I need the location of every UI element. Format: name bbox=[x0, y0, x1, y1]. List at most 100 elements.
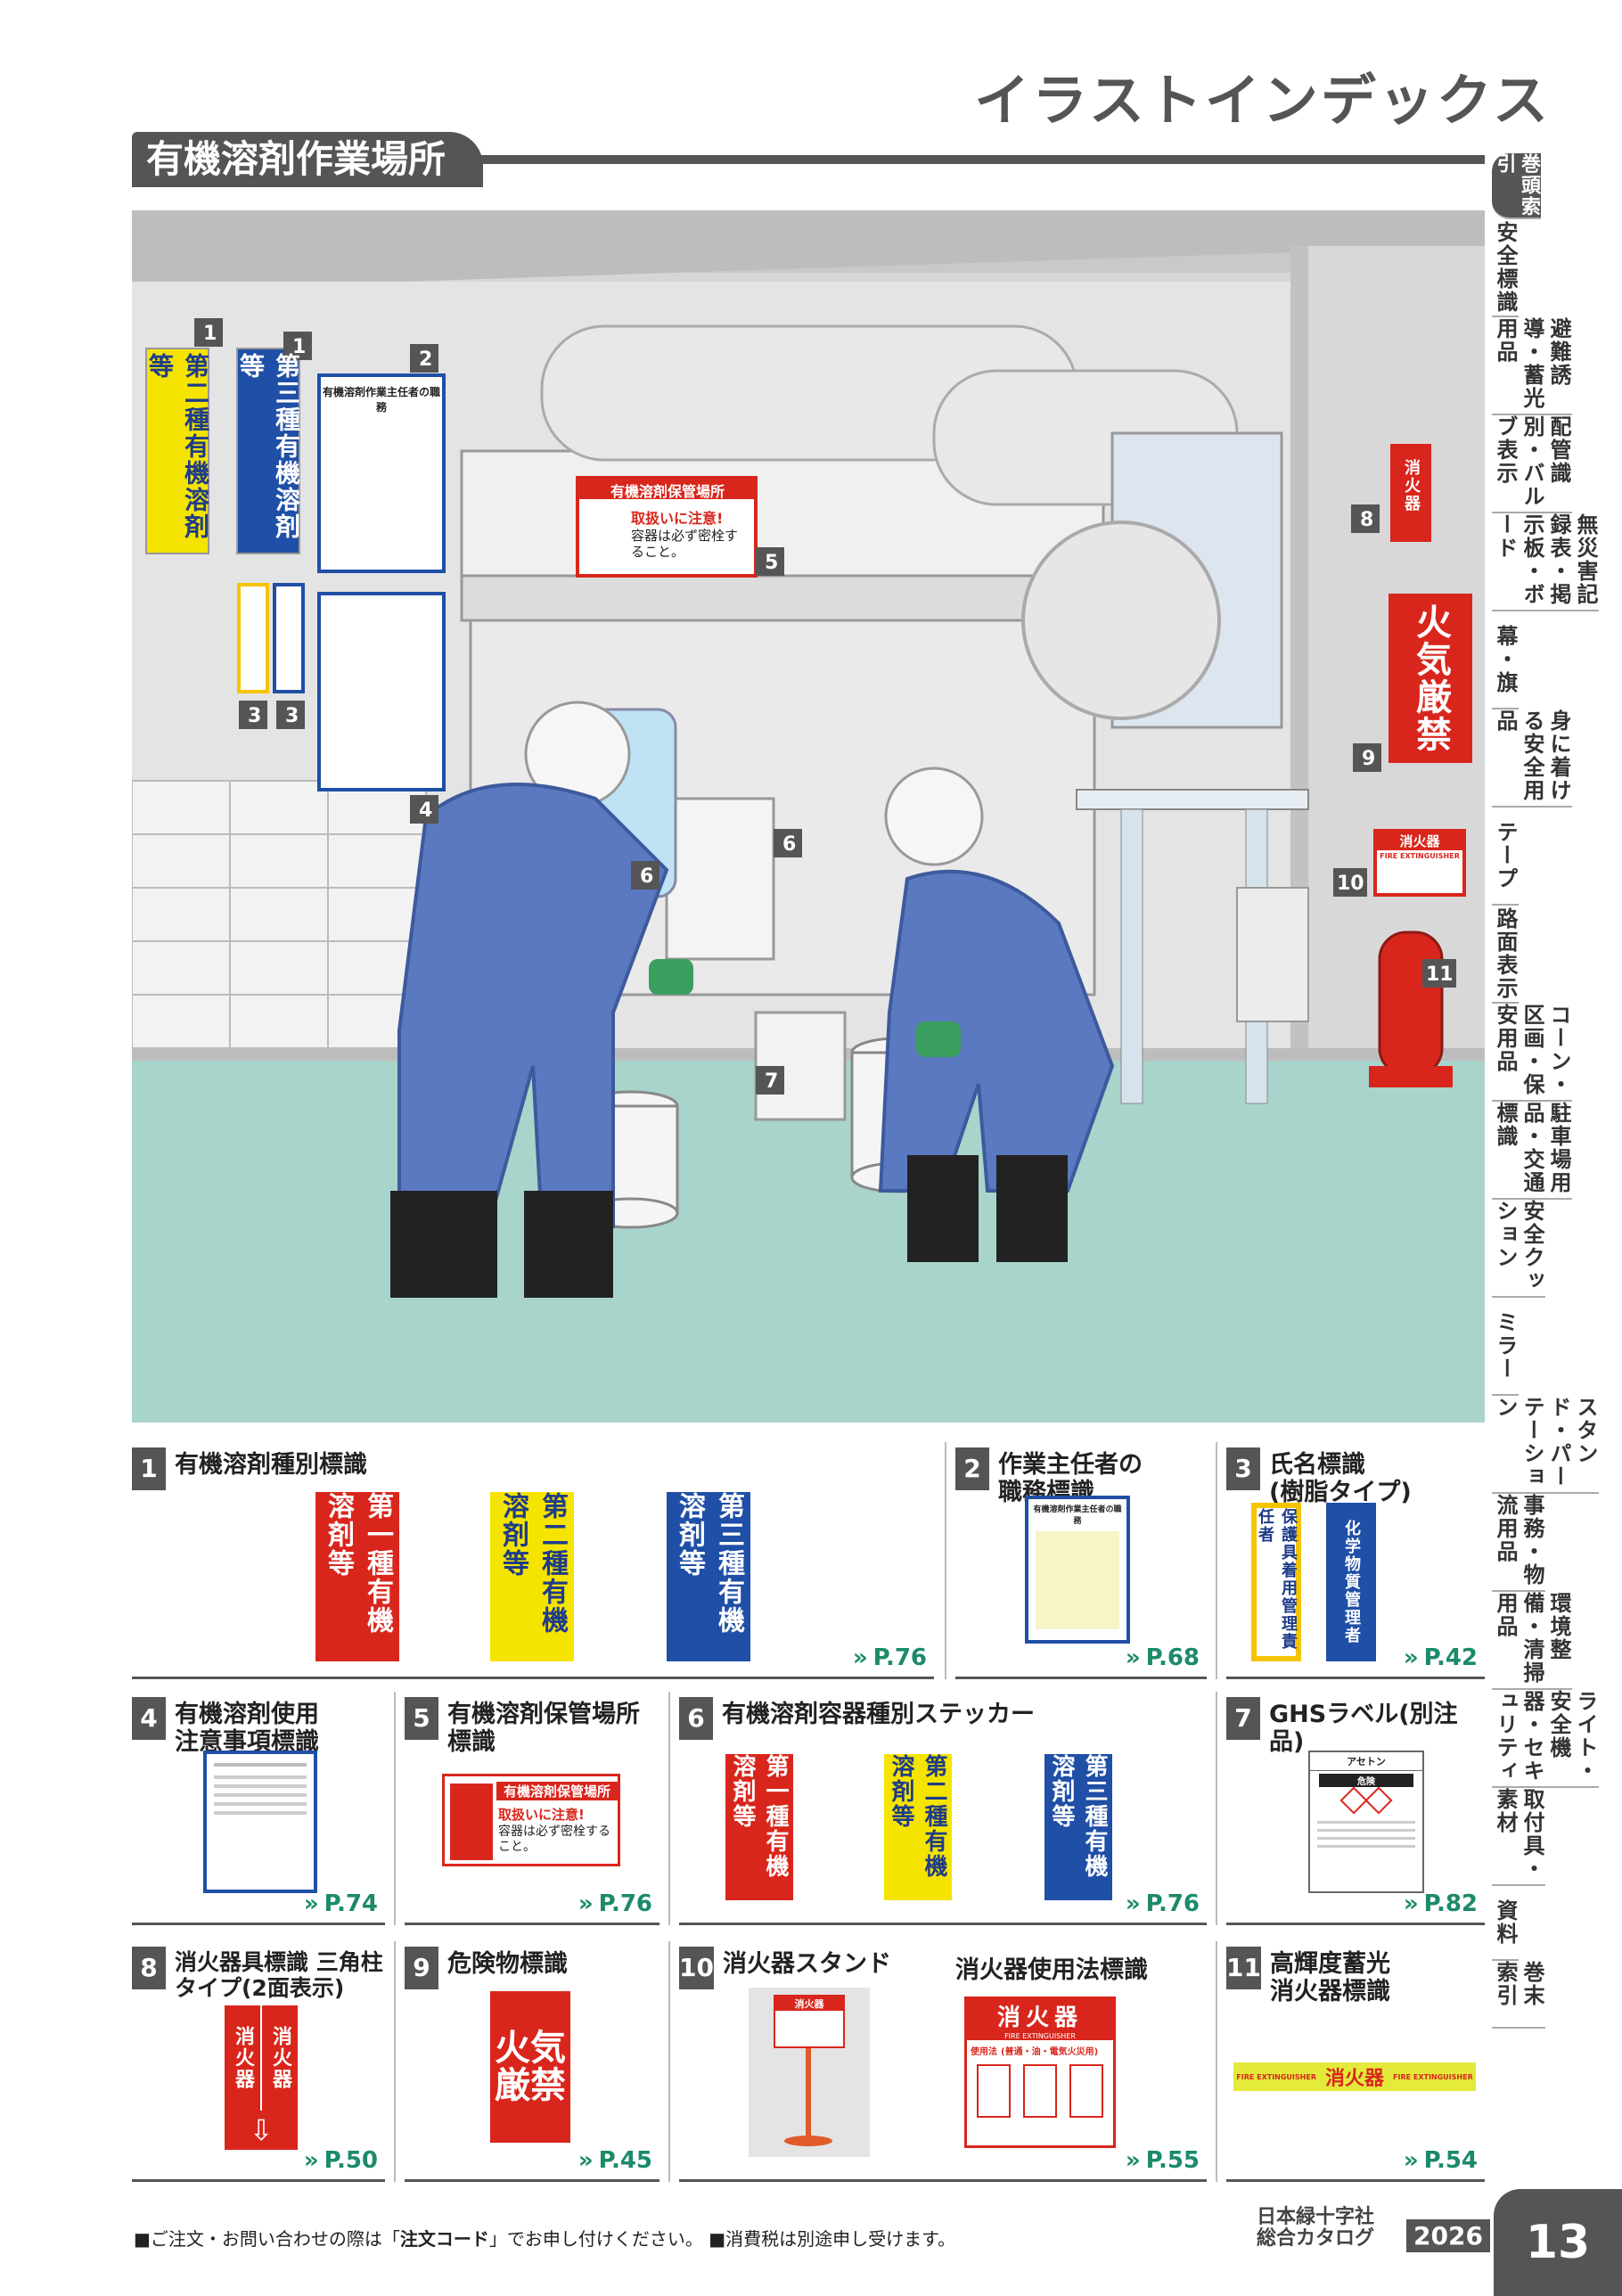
double-chevron-icon: » bbox=[1403, 1890, 1419, 1917]
wall-sign-yellow-text: 第二種有機溶剤等 bbox=[145, 353, 210, 540]
triangle-sign-left: 消火器 bbox=[225, 2005, 260, 2111]
page-ref[interactable]: »P.45 bbox=[578, 2147, 652, 2174]
index-tab-cleaning[interactable]: 環境整備・清掃用品 bbox=[1492, 1592, 1572, 1690]
ghs-label-sub: 危険 bbox=[1319, 1774, 1413, 1787]
divider bbox=[394, 1692, 396, 1925]
page-ref[interactable]: »P.68 bbox=[1125, 1644, 1200, 1671]
divider bbox=[1216, 1442, 1217, 1679]
item-number: 6 bbox=[679, 1697, 713, 1740]
item-title: GHSラベル(別注品) bbox=[1269, 1701, 1458, 1757]
wall-sign-blue bbox=[236, 348, 300, 554]
page-ref[interactable]: »P.54 bbox=[1403, 2147, 1478, 2174]
step-1-icon bbox=[977, 2064, 1011, 2118]
fire-ban-sign bbox=[1389, 594, 1472, 763]
luminous-sign-text: 消火器 bbox=[1324, 2068, 1384, 2090]
sticker-type3: 第三種有機溶剤等 bbox=[1044, 1754, 1112, 1900]
index-tab-safety-signs[interactable]: 安全標識 bbox=[1492, 219, 1519, 317]
extinguisher-stand-image: 消火器 bbox=[749, 1988, 870, 2157]
index-tab-reference[interactable]: 資料 bbox=[1492, 1886, 1519, 1961]
divider bbox=[1216, 1692, 1217, 1925]
fire-triangle-text: 消火器 bbox=[1402, 459, 1421, 512]
duty-sign-title: 有機溶剤作業主任者の職務 bbox=[1033, 1505, 1122, 1526]
item-title: 有機溶剤種別標識 bbox=[175, 1451, 367, 1479]
index-tab-cones[interactable]: コーン・区画・保安用品 bbox=[1492, 1004, 1572, 1102]
step-3-icon bbox=[1069, 2064, 1103, 2118]
ghs-pictogram-icon bbox=[1364, 1786, 1393, 1815]
index-tab-piping[interactable]: 配管識別・バルブ表示 bbox=[1492, 415, 1572, 513]
callout-11: 11 bbox=[1426, 964, 1454, 986]
workplace-scene: 1 1 2 3 3 4 5 6 6 7 8 9 10 11 bbox=[132, 210, 1485, 1423]
wall-name-plate-1 bbox=[237, 583, 269, 693]
usage-sign-en: FIRE EXTINGUISHER bbox=[967, 2032, 1113, 2040]
hood-sign-body: 容器は必ず密栓すること。 bbox=[631, 528, 739, 560]
divider bbox=[394, 1941, 396, 2182]
index-tab-tape[interactable]: テープ bbox=[1492, 808, 1519, 906]
wall-sign-blue-text: 第三種有機溶剤等 bbox=[236, 353, 301, 540]
index-tab-flags[interactable]: 幕・旗 bbox=[1492, 611, 1519, 709]
index-tab-cushion[interactable]: 安全クッション bbox=[1492, 1200, 1545, 1298]
index-tab-evacuation[interactable]: 避難誘導・蓄光用品 bbox=[1492, 317, 1572, 415]
precautions-sign-image bbox=[203, 1751, 317, 1893]
item-title: 氏名標識 (樹脂タイプ) bbox=[1269, 1451, 1412, 1507]
divider bbox=[668, 1941, 670, 2182]
sign-type1: 第一種有機溶剤等 bbox=[315, 1492, 399, 1661]
page-number: 13 bbox=[1494, 2189, 1622, 2296]
index-tab-mirror[interactable]: ミラー bbox=[1492, 1298, 1519, 1396]
index-tab-boards[interactable]: 無災害記録表・掲示板・ボード bbox=[1492, 513, 1599, 611]
index-tab-office[interactable]: 事務・物流用品 bbox=[1492, 1494, 1545, 1592]
page-ref[interactable]: »P.82 bbox=[1403, 1890, 1478, 1917]
page-ref[interactable]: »P.55 bbox=[1125, 2147, 1200, 2174]
extinguisher-stand-title: 消火器 bbox=[1399, 833, 1440, 849]
page-ref[interactable]: »P.42 bbox=[1403, 1644, 1478, 1671]
luminous-sign-en: FIRE EXTINGUISHER bbox=[1236, 2072, 1316, 2081]
catalog-year: 2026 bbox=[1406, 2219, 1490, 2252]
index-tab-fixtures[interactable]: 取付具・素材 bbox=[1492, 1788, 1545, 1886]
page-header-title: イラストインデックス bbox=[974, 68, 1551, 133]
storage-sign-image: 有機溶剤保管場所 取扱いに注意! 容器は必ず密栓すること。 bbox=[442, 1774, 620, 1866]
index-tab-road[interactable]: 路面表示 bbox=[1492, 906, 1519, 1004]
ghs-label-image: アセトン 危険 bbox=[1308, 1751, 1424, 1893]
index-tab-light[interactable]: ライト・安全機器・セキュリティ bbox=[1492, 1690, 1599, 1788]
callout-5: 5 bbox=[765, 552, 778, 574]
fire-ban-sign-image: 火気厳禁 bbox=[490, 1991, 570, 2143]
hood-sign-caution: 取扱いに注意! bbox=[631, 510, 724, 527]
double-chevron-icon: » bbox=[1125, 1890, 1141, 1917]
item-number: 2 bbox=[955, 1447, 989, 1490]
item-title: 有機溶剤使用 注意事項標識 bbox=[175, 1701, 319, 1757]
extinguisher-stand-en: FIRE EXTINGUISHER bbox=[1380, 852, 1460, 860]
index-tab-stand[interactable]: スタンド・パーテーション bbox=[1492, 1396, 1599, 1494]
item-title: 消火器スタンド bbox=[722, 1950, 891, 1978]
page-ref[interactable]: »P.50 bbox=[303, 2147, 378, 2174]
storage-sign-body: 容器は必ず密栓すること。 bbox=[498, 1824, 610, 1854]
index-tab-front-index[interactable]: 巻頭索引 bbox=[1492, 153, 1541, 219]
double-chevron-icon: » bbox=[852, 1644, 868, 1671]
fire-ban-text: 火気厳禁 bbox=[1410, 603, 1451, 753]
item-title: 有機溶剤保管場所 標識 bbox=[447, 1701, 640, 1757]
callout-3a: 3 bbox=[248, 705, 261, 727]
index-tab-parking[interactable]: 駐車場用品・交通標識 bbox=[1492, 1102, 1572, 1200]
usage-sign-sub: 使用法 bbox=[971, 2047, 997, 2057]
index-tab-back-index[interactable]: 巻末索引 bbox=[1492, 1961, 1545, 2029]
page-ref[interactable]: »P.74 bbox=[303, 1890, 378, 1917]
divider bbox=[945, 1442, 946, 1679]
name-plate-blue: 化学物質管理者 bbox=[1326, 1503, 1376, 1661]
page-ref[interactable]: »P.76 bbox=[1125, 1890, 1200, 1917]
page-ref[interactable]: »P.76 bbox=[578, 1890, 652, 1917]
page-ref[interactable]: »P.76 bbox=[852, 1644, 927, 1671]
wall-sign-precautions bbox=[317, 592, 446, 791]
index-tab-wearables[interactable]: 身に着ける安全用品 bbox=[1492, 709, 1572, 808]
brand: 日本緑十字社総合カタログ bbox=[1257, 2206, 1375, 2251]
storage-sign-title: 有機溶剤保管場所 bbox=[496, 1782, 618, 1800]
double-chevron-icon: » bbox=[303, 1890, 319, 1917]
